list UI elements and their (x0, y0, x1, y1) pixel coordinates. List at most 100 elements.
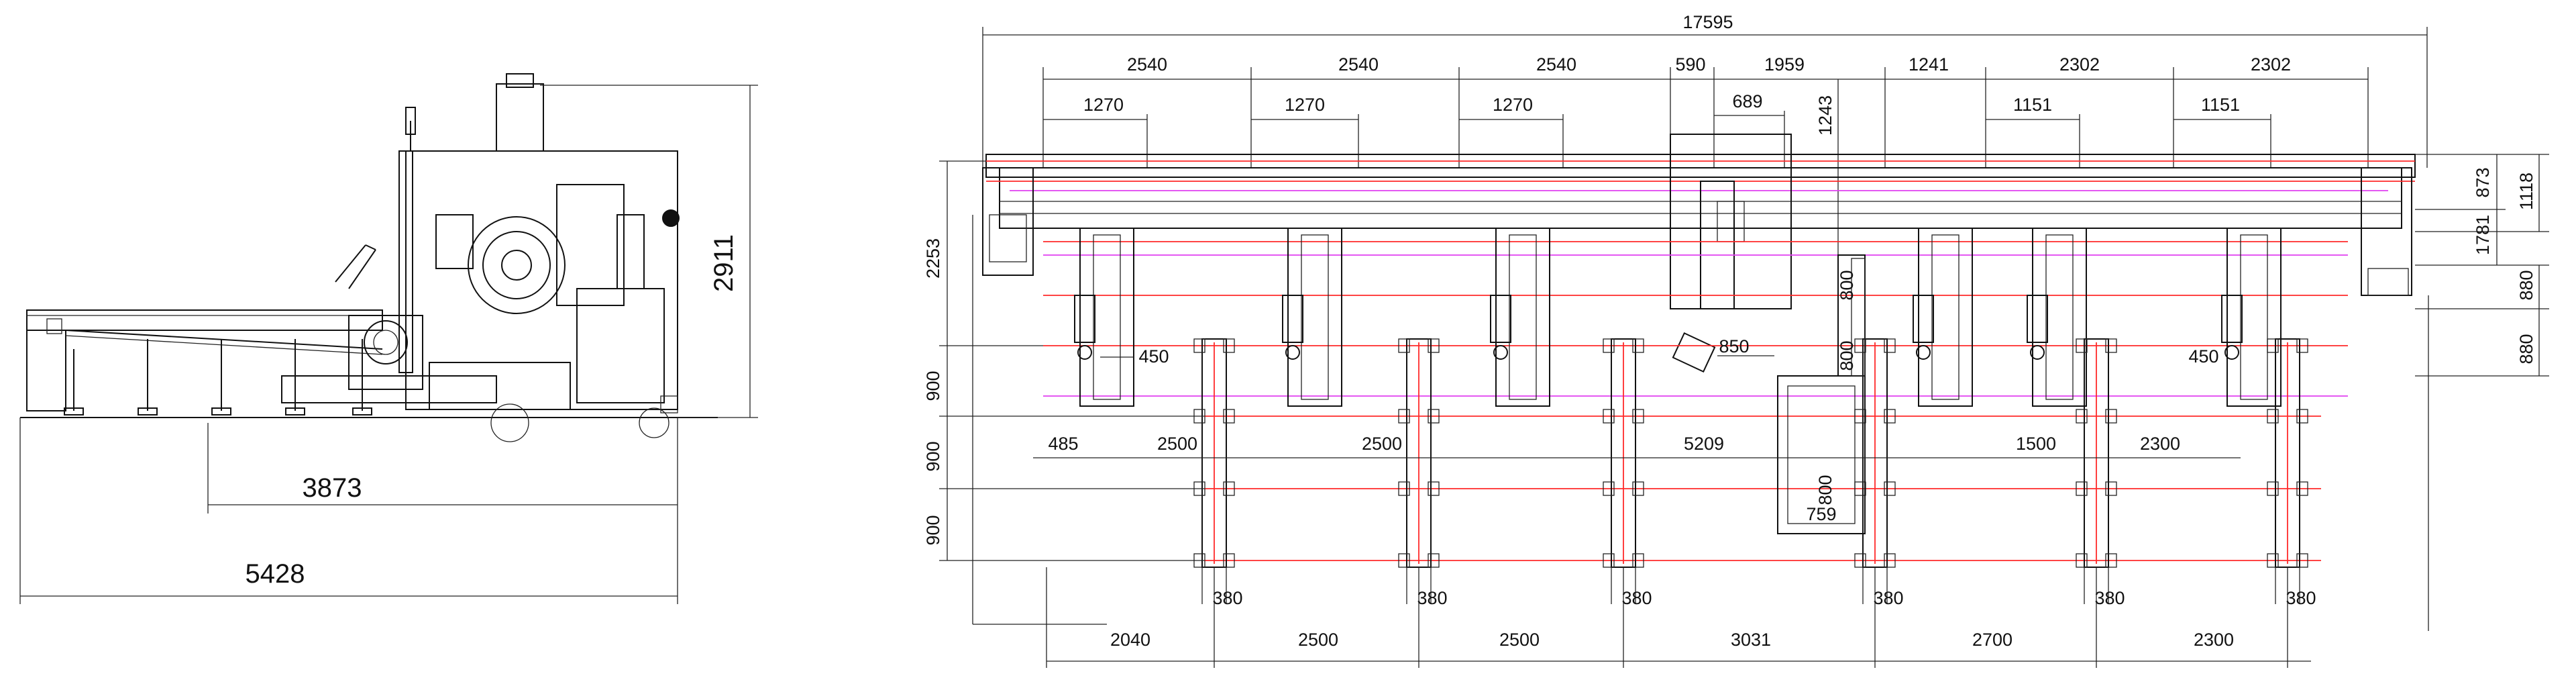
sub-seg-6: 1151 (2201, 95, 2240, 115)
right-dim-1781: 1781 (2473, 215, 2493, 255)
station-frame (1495, 228, 1550, 407)
conveyor-post-0 (1193, 338, 1235, 604)
post-bracket-l (1603, 409, 1615, 424)
station-frame (2226, 228, 2282, 407)
station-clamp (2221, 295, 2243, 343)
post-380-2: 380 (1417, 588, 1447, 608)
side-length-inner-label: 3873 (303, 473, 362, 503)
post-bracket-r (1884, 338, 1896, 353)
right-dim-873: 873 (2473, 167, 2493, 197)
post-bracket-r (1632, 409, 1644, 424)
conveyor-post-1 (1398, 338, 1440, 604)
sub-segments: 1270 1270 1270 689 1151 1151 (1083, 91, 2240, 115)
left-dimensions: 2253 900 900 900 (923, 238, 943, 546)
post-bracket-r (2296, 553, 2308, 568)
station-roller (2030, 345, 2045, 360)
conveyor-post-4 (2076, 338, 2117, 604)
dim-800-a: 800 (1837, 270, 1857, 300)
post-bracket-l (1398, 409, 1410, 424)
post-bracket-r (1428, 338, 1440, 353)
post-bracket-r (1223, 553, 1235, 568)
mid-dim-2500-a: 2500 (1157, 434, 1197, 454)
right-dim-1118: 1118 (2516, 173, 2536, 210)
post-bracket-r (2105, 338, 2117, 353)
post-bracket-r (1223, 409, 1235, 424)
post-bracket-l (2267, 481, 2279, 496)
dim-759: 759 (1806, 504, 1836, 524)
middle-row-dims: 485 2500 2500 5209 1500 2300 (1048, 434, 2180, 454)
bot-dim-3031: 3031 (1731, 630, 1771, 650)
top-seg-5: 1959 (1764, 54, 1805, 75)
station-inner (2240, 234, 2268, 400)
station-roller (1077, 345, 1092, 360)
post-bracket-r (1884, 409, 1896, 424)
top-overall-label: 17595 (1682, 12, 1733, 32)
post-bracket-l (2076, 409, 2088, 424)
top-seg-2: 2540 (1338, 54, 1379, 75)
sub-seg-3: 1270 (1493, 95, 1533, 115)
post-380-3: 380 (1621, 588, 1652, 608)
station-inner (1931, 234, 1960, 400)
top-view: 17595 2540 2540 2540 590 1959 1241 2302 … (923, 12, 2549, 668)
station-roller (2224, 345, 2239, 360)
sub-seg-2: 1270 (1285, 95, 1325, 115)
post-bracket-r (1884, 553, 1896, 568)
post-bracket-r (1884, 481, 1896, 496)
station-frame (1079, 228, 1134, 407)
support-station-0 (1074, 228, 1134, 407)
mid-dim-5209: 5209 (1684, 434, 1724, 454)
conveyor-post-2 (1603, 338, 1644, 604)
support-station-2 (1490, 228, 1550, 407)
sub-seg-5: 1151 (2013, 95, 2052, 115)
post-bracket-l (2267, 338, 2279, 353)
bot-dim-2500-a: 2500 (1298, 630, 1338, 650)
post-bracket-r (1632, 338, 1644, 353)
station-clamp (2027, 295, 2048, 343)
station-inner (2045, 234, 2074, 400)
post-bracket-l (1398, 338, 1410, 353)
post-bracket-r (2105, 481, 2117, 496)
station-roller (1916, 345, 1931, 360)
station-clamp (1913, 295, 1934, 343)
offset-450-right: 450 (2188, 346, 2218, 367)
support-station-3 (1913, 228, 1973, 407)
post-bracket-r (1223, 481, 1235, 496)
sub-seg-1: 1270 (1083, 95, 1124, 115)
post-bracket-l (1854, 553, 1866, 568)
post-bracket-r (1428, 409, 1440, 424)
dim-800-c: 800 (1815, 475, 1835, 505)
post-380-1: 380 (1212, 588, 1242, 608)
post-bracket-l (2267, 553, 2279, 568)
post-380-5: 380 (2094, 588, 2125, 608)
post-bracket-r (2296, 481, 2308, 496)
post-bracket-r (2296, 409, 2308, 424)
conveyor-post-5 (2267, 338, 2308, 604)
side-height-label: 2911 (709, 234, 739, 292)
mid-dim-485: 485 (1048, 434, 1078, 454)
post-380-4: 380 (1873, 588, 1903, 608)
post-bracket-r (1632, 553, 1644, 568)
station-clamp (1074, 295, 1095, 343)
bottom-row-dims: 2040 2500 2500 3031 2700 2300 (1110, 630, 2234, 650)
post-bracket-r (2105, 409, 2117, 424)
station-frame (2032, 228, 2087, 407)
station-frame (1287, 228, 1342, 407)
dim-850: 850 (1719, 336, 1749, 356)
top-segments: 2540 2540 2540 590 1959 1241 2302 2302 (1127, 54, 2291, 75)
conveyor-post-3 (1854, 338, 1896, 604)
post-bracket-l (1603, 481, 1615, 496)
bot-dim-2300: 2300 (2194, 630, 2234, 650)
post-bracket-l (2076, 553, 2088, 568)
dim-1243: 1243 (1815, 95, 1835, 136)
top-seg-3: 2540 (1536, 54, 1576, 75)
post-bracket-r (1428, 481, 1440, 496)
post-width-labels: 380 380 380 380 380 380 (1212, 588, 2316, 608)
support-station-4 (2027, 228, 2087, 407)
sub-seg-4: 689 (1732, 91, 1762, 111)
right-dim-880-a: 880 (2516, 270, 2536, 300)
right-dim-880-b: 880 (2516, 334, 2536, 364)
post-bracket-l (1193, 338, 1205, 353)
station-inner (1093, 234, 1121, 400)
